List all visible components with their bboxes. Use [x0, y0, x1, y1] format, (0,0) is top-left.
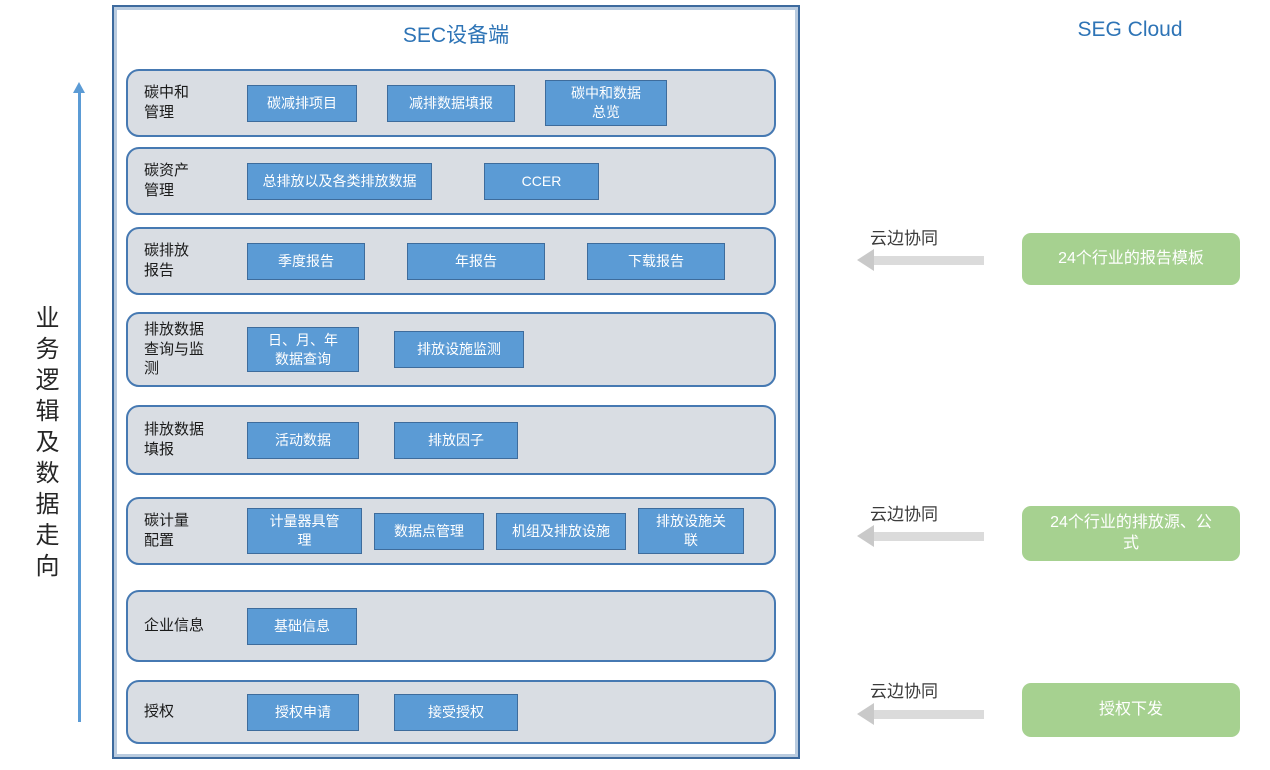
- seg-cloud-title: SEG Cloud: [1077, 18, 1183, 41]
- module-chip: 年报告: [407, 242, 545, 280]
- arrow-head: [857, 525, 874, 547]
- cloud-box-report-templates: 24个行业的报告模板: [1022, 233, 1240, 285]
- row-buttons: 基础信息: [247, 607, 357, 645]
- flow-up-arrow-icon: [70, 82, 88, 724]
- row-buttons: 碳减排项目 减排数据填报 碳中和数据 总览: [247, 80, 667, 126]
- row-buttons: 季度报告 年报告 下载报告: [247, 242, 725, 280]
- arrow-body: [874, 709, 984, 719]
- row-buttons: 授权申请 接受授权: [247, 693, 518, 731]
- cloud-edge-sync-label: 云边协同: [870, 682, 938, 701]
- module-chip: 排放设施监测: [394, 331, 524, 368]
- module-row-enterprise-info: 企业信息 基础信息: [126, 590, 776, 662]
- left-arrow-icon: [857, 525, 984, 547]
- arrow-head: [73, 82, 85, 93]
- module-row-carbon-asset: 碳资产 管理 总排放以及各类排放数据 CCER: [126, 147, 776, 215]
- module-chip: 计量器具管 理: [247, 508, 362, 554]
- arrow-body: [874, 255, 984, 265]
- cloud-edge-sync-label: 云边协同: [870, 229, 938, 248]
- arrow-head: [857, 249, 874, 271]
- module-chip: 日、月、年 数据查询: [247, 326, 359, 373]
- row-buttons: 计量器具管 理 数据点管理 机组及排放设施 排放设施关 联: [247, 508, 744, 554]
- sec-device-panel: SEC设备端 碳中和 管理 碳减排项目 减排数据填报 碳中和数据 总览 碳资产 …: [112, 5, 800, 759]
- module-chip: 碳减排项目: [247, 84, 357, 122]
- module-chip: 排放设施关 联: [638, 508, 744, 554]
- module-row-carbon-metering-config: 碳计量 配置 计量器具管 理 数据点管理 机组及排放设施 排放设施关 联: [126, 497, 776, 565]
- sec-panel-title: SEC设备端: [402, 24, 510, 47]
- left-arrow-icon: [857, 703, 984, 725]
- module-chip: 授权申请: [247, 693, 359, 731]
- module-chip: 季度报告: [247, 242, 365, 280]
- module-chip: 减排数据填报: [387, 84, 515, 122]
- row-label: 碳计量 配置: [144, 512, 190, 549]
- module-chip: 总排放以及各类排放数据: [247, 162, 432, 200]
- module-row-data-filling: 排放数据 填报 活动数据 排放因子: [126, 405, 776, 475]
- module-row-carbon-neutral: 碳中和 管理 碳减排项目 减排数据填报 碳中和数据 总览: [126, 69, 776, 137]
- module-chip: 碳中和数据 总览: [545, 80, 667, 126]
- module-chip: 活动数据: [247, 421, 359, 459]
- row-label: 碳中和 管理: [144, 84, 190, 121]
- cloud-box-emission-sources-formulas: 24个行业的排放源、公 式: [1022, 506, 1240, 561]
- row-label: 碳资产 管理: [144, 162, 190, 199]
- arrow-shaft: [78, 91, 81, 722]
- module-chip: 排放因子: [394, 421, 518, 459]
- module-row-authorization: 授权 授权申请 接受授权: [126, 680, 776, 744]
- module-chip: 下载报告: [587, 242, 725, 280]
- row-buttons: 总排放以及各类排放数据 CCER: [247, 162, 599, 200]
- module-row-data-query-monitor: 排放数据 查询与监 测 日、月、年 数据查询 排放设施监测: [126, 312, 776, 387]
- module-chip: 数据点管理: [374, 512, 484, 550]
- module-chip: CCER: [484, 162, 599, 200]
- row-label: 授权: [144, 703, 175, 721]
- flow-direction-label: 业务逻辑及数据走向: [31, 305, 58, 584]
- module-chip: 接受授权: [394, 693, 518, 731]
- left-arrow-icon: [857, 249, 984, 271]
- arrow-head: [857, 703, 874, 725]
- row-label: 碳排放 报告: [144, 242, 190, 279]
- module-row-emission-report: 碳排放 报告 季度报告 年报告 下载报告: [126, 227, 776, 295]
- cloud-edge-sync-label: 云边协同: [870, 505, 938, 524]
- row-buttons: 日、月、年 数据查询 排放设施监测: [247, 326, 524, 373]
- row-label: 排放数据 查询与监 测: [144, 320, 205, 378]
- module-chip: 机组及排放设施: [496, 512, 626, 550]
- row-label: 企业信息: [144, 617, 205, 635]
- arrow-body: [874, 531, 984, 541]
- row-label: 排放数据 填报: [144, 421, 205, 458]
- cloud-box-authorization-issue: 授权下发: [1022, 683, 1240, 737]
- row-buttons: 活动数据 排放因子: [247, 421, 518, 459]
- module-chip: 基础信息: [247, 607, 357, 645]
